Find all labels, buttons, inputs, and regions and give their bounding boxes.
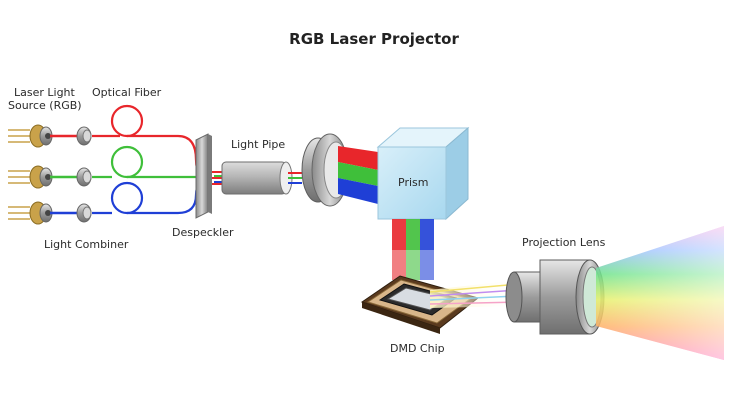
- optical-fiber-blue: [92, 178, 211, 215]
- despeckler-label: Despeckler: [172, 226, 234, 239]
- optical-fiber-green: [92, 145, 212, 179]
- projection-lens: [505, 259, 605, 335]
- prism-label: Prism: [398, 176, 428, 189]
- optical-fiber-red: [92, 104, 211, 180]
- laser-source-label-line1: Laser Light: [14, 86, 76, 99]
- light-combiner-label: Light Combiner: [44, 238, 129, 251]
- laser-diode-red: [8, 124, 53, 148]
- light-combiner-blue: [76, 203, 92, 223]
- despeckler: [195, 133, 224, 219]
- light-combiner-green: [76, 167, 92, 187]
- optical-fiber-label: Optical Fiber: [92, 86, 162, 99]
- prism: [376, 126, 470, 221]
- dmd-chip-label: DMD Chip: [390, 342, 445, 355]
- laser-source-label-line2: Source (RGB): [8, 99, 82, 112]
- diagram-title: RGB Laser Projector: [289, 30, 459, 48]
- laser-diode-blue: [8, 201, 53, 225]
- light-combiner-red: [76, 126, 92, 146]
- laser-diode-green: [8, 165, 53, 189]
- dmd-chip: [360, 275, 480, 334]
- projection-lens-label: Projection Lens: [522, 236, 606, 249]
- light-pipe-label: Light Pipe: [231, 138, 285, 151]
- light-pipe: [221, 161, 302, 195]
